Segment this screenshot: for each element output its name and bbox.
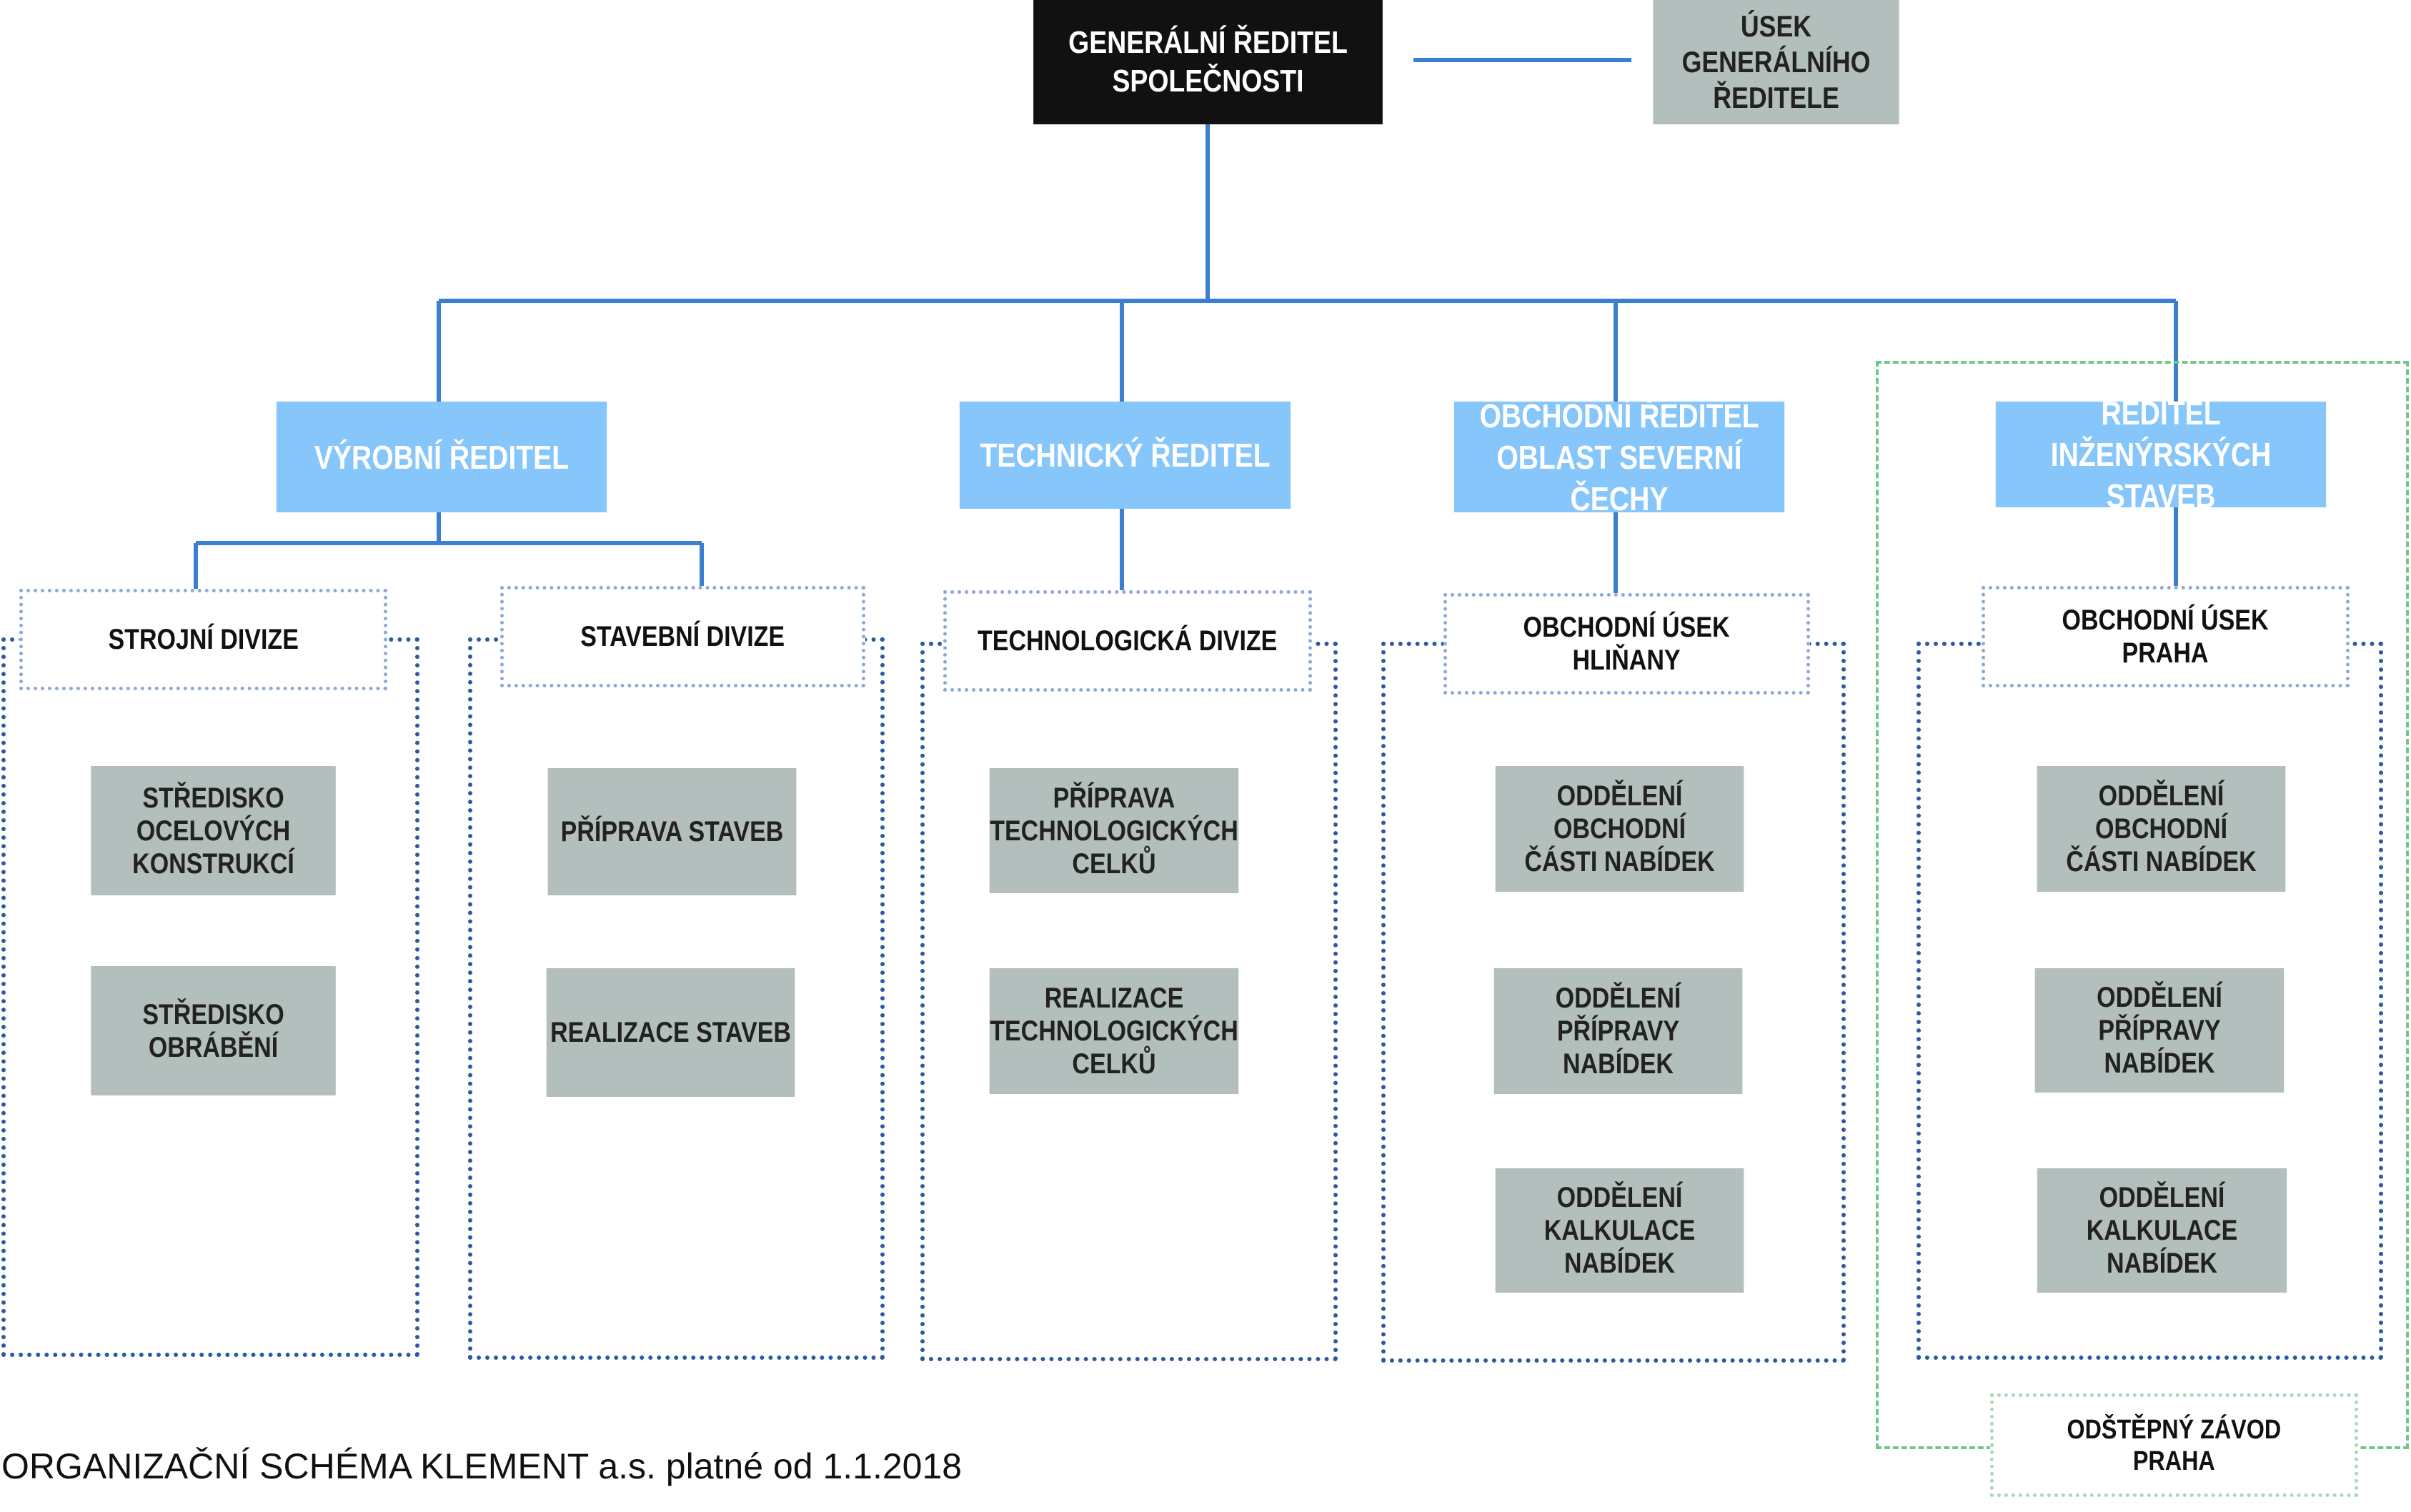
unit-box: STŘEDISKO OBRÁBĚNÍ <box>91 966 336 1095</box>
unit-label: ODDĚLENÍ OBCHODNÍ ČÁSTI NABÍDEK <box>1524 780 1715 877</box>
unit-label: PŘÍPRAVA STAVEB <box>560 816 784 847</box>
branch-tab: ODŠTĚPNÝ ZÁVOD PRAHA <box>1990 1393 2358 1497</box>
unit-label: ODDĚLENÍ KALKULACE NABÍDEK <box>1543 1182 1696 1279</box>
technical-director-box: TECHNICKÝ ŘEDITEL <box>959 402 1291 509</box>
engineering-director-box: ŘEDITEL INŽENÝRSKÝCH STAVEB <box>1995 394 2327 514</box>
unit-box: REALIZACE TECHNOLOGICKÝCH CELKŮ <box>989 968 1239 1094</box>
production-director-box: VÝROBNÍ ŘEDITEL <box>276 402 607 512</box>
general-director-label: GENERÁLNÍ ŘEDITEL SPOLEČNOSTI <box>1068 25 1348 99</box>
division-label-hlinany: OBCHODNÍ ÚSEK HLIŇANY <box>1523 612 1731 676</box>
unit-box: ODDĚLENÍ KALKULACE NABÍDEK <box>2037 1168 2287 1293</box>
unit-label: REALIZACE STAVEB <box>550 1017 791 1048</box>
unit-label: STŘEDISKO OBRÁBĚNÍ <box>142 998 284 1063</box>
production-director-label: VÝROBNÍ ŘEDITEL <box>314 438 570 476</box>
division-label-technologicka: TECHNOLOGICKÁ DIVIZE <box>978 625 1278 657</box>
division-label-strojni: STROJNÍ DIVIZE <box>108 624 299 655</box>
division-label-praha: OBCHODNÍ ÚSEK PRAHA <box>2062 605 2270 669</box>
unit-label: ODDĚLENÍ PŘÍPRAVY NABÍDEK <box>2097 982 2222 1079</box>
ceo-office-label: ÚSEK GENERÁLNÍHO ŘEDITELE <box>1681 9 1871 114</box>
unit-label: STŘEDISKO OCELOVÝCH KONSTRUKCÍ <box>132 782 294 880</box>
unit-box: ODDĚLENÍ PŘÍPRAVY NABÍDEK <box>2034 968 2285 1093</box>
sales-director-north-box: OBCHODNÍ ŘEDITEL OBLAST SEVERNÍ ČECHY <box>1453 397 1785 517</box>
technical-director-label: TECHNICKÝ ŘEDITEL <box>980 437 1271 474</box>
division-tab-strojni: STROJNÍ DIVIZE <box>19 589 387 690</box>
unit-label: ODDĚLENÍ OBCHODNÍ ČÁSTI NABÍDEK <box>2066 780 2257 877</box>
general-director-box: GENERÁLNÍ ŘEDITEL SPOLEČNOSTI <box>1033 0 1383 124</box>
unit-label: ODDĚLENÍ KALKULACE NABÍDEK <box>2086 1182 2238 1279</box>
unit-box: STŘEDISKO OCELOVÝCH KONSTRUKCÍ <box>91 766 336 895</box>
division-tab-stavebni: STAVEBNÍ DIVIZE <box>500 586 865 687</box>
unit-box: PŘÍPRAVA TECHNOLOGICKÝCH CELKŮ <box>989 768 1239 893</box>
unit-box: ODDĚLENÍ KALKULACE NABÍDEK <box>1495 1168 1744 1293</box>
unit-box: PŘÍPRAVA STAVEB <box>547 768 797 895</box>
ceo-office-box: ÚSEK GENERÁLNÍHO ŘEDITELE <box>1653 0 1899 124</box>
division-tab-technologicka: TECHNOLOGICKÁ DIVIZE <box>943 590 1312 692</box>
sales-director-north-label: OBCHODNÍ ŘEDITEL OBLAST SEVERNÍ ČECHY <box>1479 397 1759 517</box>
unit-box: ODDĚLENÍ PŘÍPRAVY NABÍDEK <box>1493 968 1743 1094</box>
unit-label: PŘÍPRAVA TECHNOLOGICKÝCH CELKŮ <box>990 782 1238 880</box>
unit-label: ODDĚLENÍ PŘÍPRAVY NABÍDEK <box>1555 983 1681 1080</box>
division-label-stavebni: STAVEBNÍ DIVIZE <box>580 621 785 652</box>
unit-box: REALIZACE STAVEB <box>546 968 795 1097</box>
unit-label: REALIZACE TECHNOLOGICKÝCH CELKŮ <box>990 983 1238 1080</box>
unit-box: ODDĚLENÍ OBCHODNÍ ČÁSTI NABÍDEK <box>1495 766 1744 892</box>
division-tab-praha: OBCHODNÍ ÚSEK PRAHA <box>1982 586 2350 687</box>
engineering-director-label: ŘEDITEL INŽENÝRSKÝCH STAVEB <box>2050 394 2272 514</box>
unit-box: ODDĚLENÍ OBCHODNÍ ČÁSTI NABÍDEK <box>2037 766 2286 892</box>
chart-caption: ORGANIZAČNÍ SCHÉMA KLEMENT a.s. platné o… <box>1 1446 963 1486</box>
division-tab-hlinany: OBCHODNÍ ÚSEK HLIŇANY <box>1443 593 1810 695</box>
branch-label: ODŠTĚPNÝ ZÁVOD PRAHA <box>2067 1414 2282 1476</box>
